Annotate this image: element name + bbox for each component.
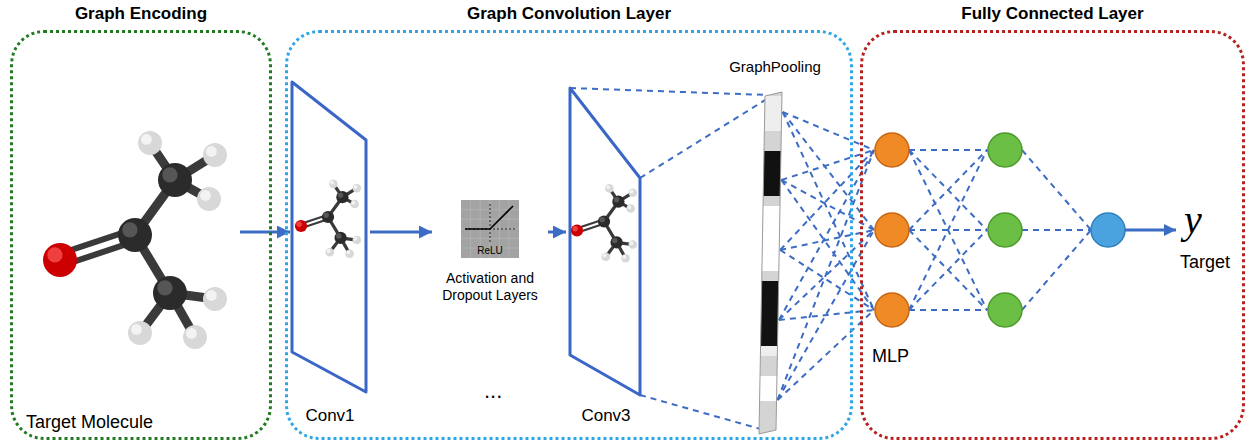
dashed-link bbox=[909, 309, 987, 311]
node-title: Conv3 bbox=[581, 406, 630, 428]
node-title: GraphPooling bbox=[712, 56, 838, 75]
ellipsis-label: ... bbox=[484, 378, 502, 404]
dashed-link bbox=[909, 150, 987, 310]
input-neuron bbox=[875, 213, 909, 247]
target-label: Target bbox=[1180, 252, 1230, 273]
hidden-neuron bbox=[988, 293, 1022, 327]
output-neuron bbox=[1091, 213, 1125, 247]
target-label: Target bbox=[1180, 252, 1230, 273]
conv-plane-outline bbox=[290, 78, 370, 428]
dashed-link bbox=[909, 150, 987, 230]
dashed-link bbox=[1022, 230, 1091, 310]
node-title: Target Molecule bbox=[20, 412, 240, 435]
activation-box: ReLU Activation and Dropout Layers bbox=[432, 200, 548, 330]
molecule-figure-art bbox=[20, 100, 240, 435]
node-title: Graph Encoding bbox=[13, 4, 269, 24]
dashed-link bbox=[640, 97, 770, 178]
dashed-link bbox=[1022, 229, 1091, 231]
dashed-link bbox=[909, 230, 987, 310]
mlp-label: MLP bbox=[872, 346, 909, 367]
dashed-link bbox=[909, 150, 987, 310]
target-symbol: y bbox=[1184, 196, 1202, 243]
input-neuron bbox=[875, 133, 909, 167]
flow-arrow bbox=[548, 231, 566, 234]
molecule-figure: Target Molecule bbox=[20, 100, 240, 435]
molecule-model bbox=[571, 184, 637, 262]
input-neuron bbox=[875, 293, 909, 327]
target-symbol: y bbox=[1184, 196, 1202, 243]
encoding-group: Graph EncodingTarget Molecule bbox=[10, 30, 272, 440]
molecule-model bbox=[43, 131, 227, 349]
output-arrow bbox=[1125, 229, 1176, 232]
hidden-neuron bbox=[988, 213, 1022, 247]
node-title: ReLU bbox=[477, 245, 503, 258]
node-title: Graph Convolution Layer bbox=[288, 4, 850, 24]
node-title: Conv1 bbox=[305, 406, 354, 428]
molecule-model bbox=[295, 180, 361, 258]
dashed-link bbox=[909, 150, 987, 230]
hidden-neuron bbox=[988, 133, 1022, 167]
node-caption: Activation and Dropout Layers bbox=[432, 270, 548, 304]
dashed-link bbox=[909, 149, 987, 151]
conv-plane: Conv3 bbox=[566, 84, 646, 428]
pooling-bar-art bbox=[712, 56, 838, 440]
mlp-label: MLP bbox=[872, 346, 909, 367]
dashed-links bbox=[570, 88, 1091, 430]
node-title: Fully Connected Layer bbox=[863, 4, 1242, 24]
flow-arrow bbox=[370, 231, 432, 234]
conv-plane-outline bbox=[566, 84, 646, 428]
dashed-link bbox=[640, 395, 764, 430]
relu-icon: ReLU bbox=[461, 200, 519, 258]
pooling-bar: GraphPooling bbox=[712, 56, 838, 440]
dashed-link bbox=[570, 88, 768, 95]
conv-plane: Conv1 bbox=[290, 78, 370, 428]
dashed-link bbox=[1022, 150, 1091, 230]
convolution-group: Graph Convolution LayerConv1ReLUActivati… bbox=[285, 30, 853, 440]
flow-arrow bbox=[240, 231, 290, 234]
mlp-neurons bbox=[875, 133, 1125, 327]
ellipsis-label: ... bbox=[484, 378, 502, 404]
dashed-link bbox=[909, 230, 987, 310]
